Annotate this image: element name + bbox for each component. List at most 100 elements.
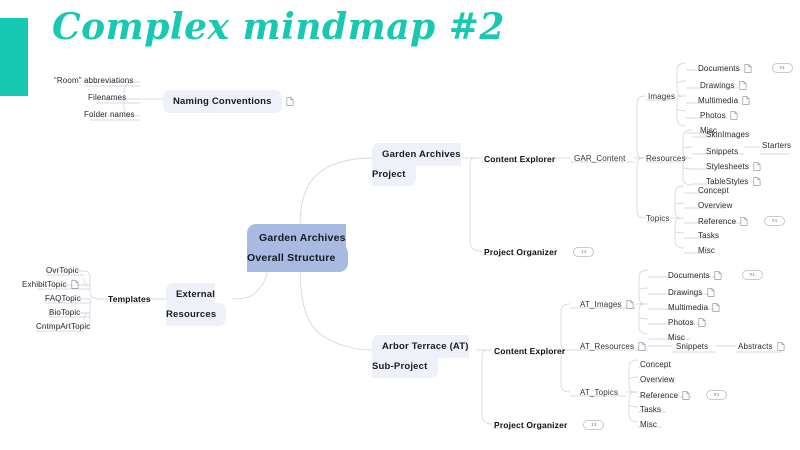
status-badge: 13 [583, 420, 605, 430]
node-arbor-terrace-subproject[interactable]: Arbor Terrace (AT) Sub-Project [372, 335, 469, 378]
status-badge: 14 [573, 247, 595, 257]
label: TableStyles [706, 177, 749, 186]
leaf-gar-misc-topics[interactable]: Misc [698, 246, 716, 255]
leaf-at-snippets[interactable]: Snippets [676, 342, 709, 351]
leaf-at-concept[interactable]: Concept [640, 360, 671, 369]
node-gar-content-root[interactable]: GAR_Content [574, 154, 626, 163]
leaf-gar-multimedia[interactable]: Multimedia [698, 96, 750, 105]
status-badge: #1 [706, 390, 728, 400]
leaf-at-abstracts[interactable]: Abstracts [738, 342, 785, 351]
label: Photos [668, 318, 694, 327]
center-label: Garden Archives Overall Structure [247, 224, 348, 272]
label: Documents [698, 63, 740, 73]
node-gar-images[interactable]: Images [648, 92, 676, 101]
label: Photos [700, 111, 726, 120]
node-at-resources[interactable]: AT_Resources [580, 342, 646, 351]
leaf-folder-names[interactable]: Folder names [84, 110, 135, 119]
leaf-at-multimedia[interactable]: Multimedia [668, 303, 720, 312]
node-gar-resources[interactable]: Resources [646, 154, 686, 163]
leaf-gar-drawings[interactable]: Drawings [700, 81, 747, 90]
at-project-label: Arbor Terrace (AT) Sub-Project [372, 335, 469, 378]
node-gar-project-organizer[interactable]: Project Organizer 14 [484, 247, 595, 257]
document-icon [638, 342, 646, 351]
document-icon [730, 111, 738, 120]
label: Drawings [668, 288, 703, 297]
leaf-gar-tasks[interactable]: Tasks [698, 231, 720, 240]
external-resources-label: External Resources [166, 283, 227, 326]
document-icon [753, 162, 761, 171]
leaf-at-misc[interactable]: Misc [668, 333, 686, 342]
label: AT_Images [580, 300, 622, 309]
label: AT_Resources [580, 342, 635, 351]
leaf-at-misc-topics[interactable]: Misc [640, 420, 658, 429]
label: Stylesheets [706, 162, 750, 171]
document-icon [738, 81, 747, 90]
document-icon [712, 303, 720, 312]
leaf-at-tasks[interactable]: Tasks [640, 405, 662, 414]
label: Drawings [700, 81, 735, 90]
leaf-ovrtopic[interactable]: OvrTopic [46, 266, 79, 275]
label: Abstracts [738, 342, 773, 351]
document-icon [626, 300, 634, 309]
leaf-gar-overview[interactable]: Overview [698, 201, 733, 210]
leaf-gar-snippets[interactable]: Snippets [706, 147, 739, 156]
leaf-gar-stylesheets[interactable]: Stylesheets [706, 162, 761, 171]
leaf-gar-tablestyles[interactable]: TableStyles [706, 177, 761, 186]
label: Reference [698, 216, 737, 226]
leaf-room-abbreviations[interactable]: “Room” abbreviations [54, 76, 134, 85]
document-icon [740, 216, 748, 226]
leaf-at-reference[interactable]: Reference #1 [640, 390, 728, 400]
leaf-at-documents[interactable]: Documents #1 [668, 270, 763, 280]
leaf-filenames[interactable]: Filenames [88, 93, 127, 102]
leaf-gar-starters[interactable]: Starters [762, 141, 792, 150]
document-icon [777, 342, 785, 351]
leaf-gar-concept[interactable]: Concept [698, 186, 729, 195]
node-external-resources[interactable]: External Resources [166, 283, 227, 326]
node-at-images[interactable]: AT_Images [580, 300, 634, 309]
naming-conventions-label: Naming Conventions [163, 90, 282, 113]
node-at-project-organizer[interactable]: Project Organizer 13 [494, 420, 605, 430]
leaf-cntmparttopic[interactable]: CntmpArtTopic [36, 322, 91, 331]
leaf-gar-skinimages[interactable]: SkinImages [706, 130, 750, 139]
status-badge: #1 [764, 216, 786, 226]
document-icon [286, 97, 294, 106]
document-icon [753, 177, 761, 186]
leaf-gar-photos[interactable]: Photos [700, 111, 738, 120]
label: Documents [668, 270, 710, 280]
node-templates[interactable]: Templates [108, 294, 151, 304]
accent-bar [0, 18, 28, 96]
document-icon [744, 63, 752, 73]
document-icon [698, 318, 706, 327]
node-naming-conventions[interactable]: Naming Conventions [163, 90, 294, 113]
gar-project-label: Garden Archives Project [372, 143, 461, 186]
node-center[interactable]: Garden Archives Overall Structure [247, 224, 348, 272]
node-gar-topics[interactable]: Topics [646, 214, 670, 223]
status-badge: #1 [771, 63, 793, 73]
node-garden-archives-project[interactable]: Garden Archives Project [372, 143, 461, 186]
page-title: Complex mindmap #2 [52, 6, 505, 48]
leaf-gar-misc[interactable]: Misc [700, 126, 718, 135]
leaf-at-photos[interactable]: Photos [668, 318, 706, 327]
status-badge: #1 [741, 270, 763, 280]
node-at-content-explorer[interactable]: Content Explorer [494, 346, 566, 356]
label: Reference [640, 390, 679, 400]
leaf-faqtopic[interactable]: FAQTopic [45, 294, 81, 303]
leaf-gar-reference[interactable]: Reference #1 [698, 216, 786, 226]
document-icon [70, 280, 79, 289]
leaf-at-drawings[interactable]: Drawings [668, 288, 715, 297]
leaf-at-overview[interactable]: Overview [640, 375, 675, 384]
label: Project Organizer [494, 420, 568, 430]
node-at-topics[interactable]: AT_Topics [580, 388, 619, 397]
document-icon [682, 390, 690, 400]
leaf-exhibittopic-row[interactable]: ExhibitTopic [22, 280, 79, 289]
label: Multimedia [668, 303, 709, 312]
label: Project Organizer [484, 247, 558, 257]
node-gar-content-explorer[interactable]: Content Explorer [484, 154, 556, 164]
leaf-gar-documents[interactable]: Documents #1 [698, 63, 793, 73]
document-icon [714, 270, 722, 280]
document-icon [742, 96, 750, 105]
leaf-biotopic[interactable]: BioTopic [49, 308, 81, 317]
label: Multimedia [698, 96, 739, 105]
